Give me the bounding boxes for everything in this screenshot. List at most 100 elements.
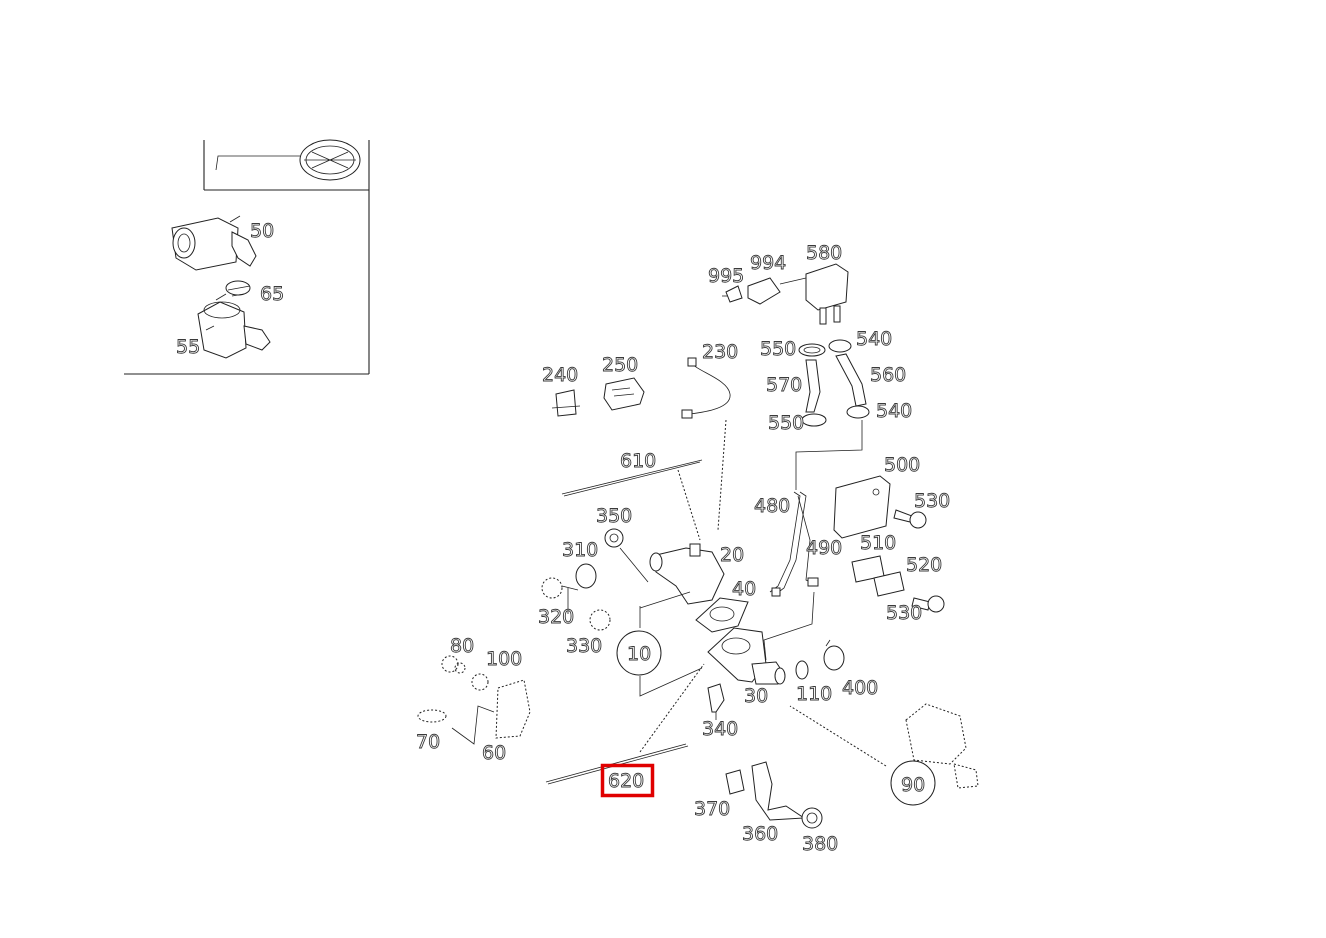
label-994: 994 [750,252,786,274]
label-55: 55 [176,336,200,358]
part-530-top-drawing [893,509,927,529]
group-10-circle [616,630,662,676]
label-65: 65 [260,283,284,305]
label-490: 490 [806,537,842,559]
label-320: 320 [538,606,574,628]
part-labels: 995 994 580 230 550 540 240 250 570 560 … [416,242,951,856]
part-40-drawing [695,597,749,633]
label-540-bottom: 540 [876,400,912,422]
label-500: 500 [884,454,920,476]
label-530-top: 530 [914,490,950,512]
part-540-bottom-drawing [846,405,870,419]
label-550-bottom: 550 [768,412,804,434]
part-520-drawing [873,571,905,597]
part-995-drawing [722,285,743,303]
label-240: 240 [542,364,578,386]
label-560: 560 [870,364,906,386]
part-110-drawing [795,660,809,680]
part-70-drawing [417,709,447,723]
part-80-drawing [441,655,466,674]
label-110: 110 [796,683,832,705]
leader-610 [677,469,701,541]
part-30-drawing [707,627,786,685]
label-580: 580 [806,242,842,264]
part-530-bottom-drawing [911,595,945,613]
group-90-circle [890,760,936,806]
leader-90 [789,705,887,767]
label-90: 90 [901,774,925,796]
part-560-drawing [835,353,867,407]
leader-480-490 [763,591,815,661]
label-350: 350 [596,505,632,527]
label-340: 340 [702,718,738,740]
highlight-box-620[interactable] [600,763,655,798]
part-580-drawing [779,263,849,325]
label-10: 10 [627,643,651,665]
label-380: 380 [802,833,838,855]
part-360-drawing [751,761,806,821]
part-250-drawing [603,377,645,411]
part-20-drawing [649,543,725,605]
part-490-drawing [797,495,819,587]
part-400-drawing [823,639,845,671]
part-550-top-drawing [798,343,826,357]
label-370: 370 [694,798,730,820]
leader-70-60 [451,705,495,745]
label-70: 70 [416,731,440,753]
part-100-drawing [471,673,489,691]
label-330: 330 [566,635,602,657]
label-50: 50 [250,220,274,242]
label-610: 610 [620,450,656,472]
part-60-drawing [495,679,531,739]
label-540-top: 540 [856,328,892,350]
part-55-drawing [197,301,271,359]
label-250: 250 [602,354,638,376]
part-550-bottom-drawing [801,413,827,427]
leader-10-line [639,591,691,609]
part-610-drawing [561,459,703,497]
part-380-drawing [801,807,823,829]
part-480-drawing [769,491,807,597]
part-994-drawing [747,277,781,305]
label-400: 400 [842,677,878,699]
leader-230 [717,419,727,531]
main-diagram [417,263,979,829]
label-620[interactable]: 620 [608,770,645,793]
leader-620 [639,663,705,753]
part-330-drawing [589,609,611,631]
part-320-drawing [541,577,579,614]
label-30: 30 [744,685,768,707]
label-995: 995 [708,265,744,287]
label-570: 570 [766,374,802,396]
label-80: 80 [450,635,474,657]
label-60: 60 [482,742,506,764]
part-50-drawing [171,215,257,271]
part-230-drawing [681,357,731,419]
label-510: 510 [860,532,896,554]
leader-10-bottom [639,667,703,697]
part-370-drawing [725,769,745,795]
label-530-bottom: 530 [886,602,922,624]
label-360: 360 [742,823,778,845]
leader-540 [795,420,863,490]
label-20: 20 [720,544,744,566]
label-480: 480 [754,495,790,517]
label-100: 100 [486,648,522,670]
part-310-drawing [575,563,597,589]
part-350-drawing [604,528,649,583]
part-500-drawing [833,475,891,539]
part-340-drawing [707,683,725,720]
part-65-drawing [215,280,251,301]
emblem-drawing [215,139,361,181]
part-240-drawing [551,389,581,417]
inset-panel: 50 65 55 [124,139,370,375]
part-90-drawing [905,703,979,789]
label-40: 40 [732,578,756,600]
label-550-top: 550 [760,338,796,360]
label-310: 310 [562,539,598,561]
part-570-drawing [805,359,821,413]
label-520: 520 [906,554,942,576]
part-540-top-drawing [828,339,852,353]
label-230: 230 [702,341,738,363]
